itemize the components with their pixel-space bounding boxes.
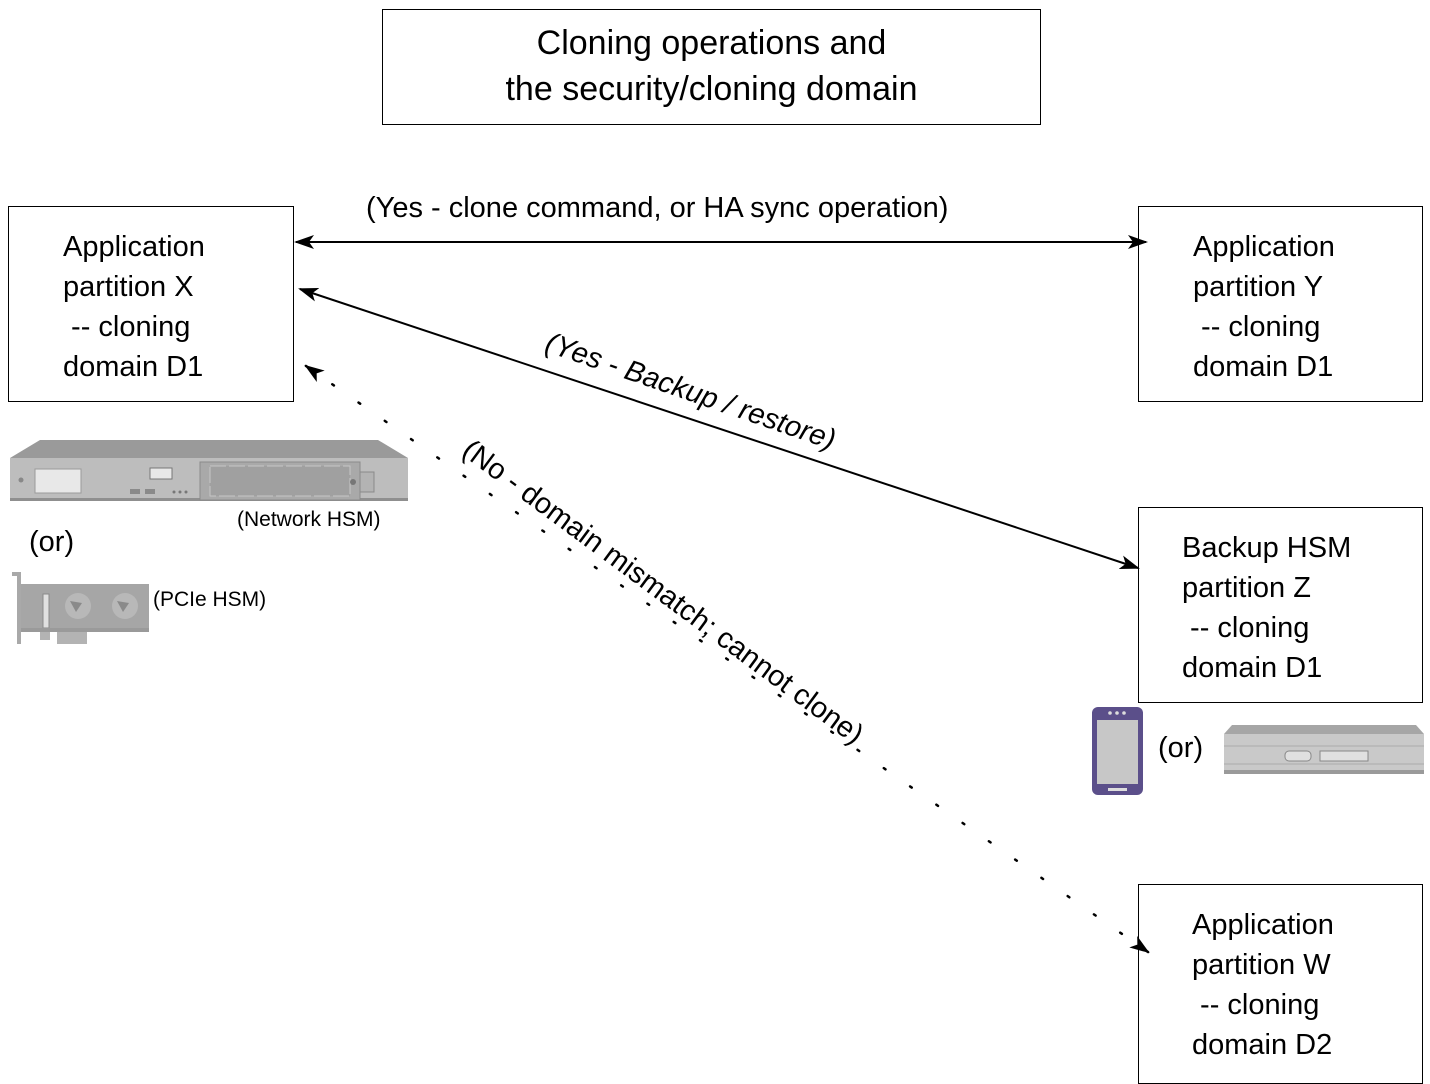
partition-y-box: Application partition Y -- cloning domai… bbox=[1138, 206, 1423, 402]
title-box: Cloning operations and the security/clon… bbox=[382, 9, 1041, 125]
pcie-hsm-label: (PCIe HSM) bbox=[153, 588, 267, 611]
backup-partition-z-box: Backup HSM partition Z -- cloning domain… bbox=[1138, 507, 1423, 703]
mismatch-arrow bbox=[304, 364, 1150, 954]
backup-hsm-appliance-icon bbox=[1224, 725, 1424, 774]
partition-x-line-2: partition X bbox=[63, 271, 194, 303]
partition-z-line-3: -- cloning bbox=[1182, 612, 1310, 644]
partition-y-line-1: Application bbox=[1193, 231, 1335, 263]
clone-arrow-label: (Yes - clone command, or HA sync operati… bbox=[366, 192, 949, 224]
title-line-2: the security/cloning domain bbox=[505, 70, 918, 108]
partition-w-line-2: partition W bbox=[1192, 949, 1331, 981]
partition-w-box: Application partition W -- cloning domai… bbox=[1138, 884, 1423, 1084]
partition-y-line-3: -- cloning bbox=[1193, 311, 1321, 343]
partition-x-box: Application partition X -- cloning domai… bbox=[8, 206, 294, 402]
network-hsm-label: (Network HSM) bbox=[237, 508, 381, 531]
backup-hsm-device-icon bbox=[1092, 707, 1143, 795]
partition-y-line-2: partition Y bbox=[1193, 271, 1324, 303]
partition-w-line-3: -- cloning bbox=[1192, 989, 1320, 1021]
or-label-right: (or) bbox=[1158, 732, 1204, 764]
partition-z-line-4: domain D1 bbox=[1182, 652, 1323, 684]
network-hsm-icon bbox=[10, 440, 408, 501]
partition-w-line-4: domain D2 bbox=[1192, 1029, 1333, 1061]
title-line-1: Cloning operations and bbox=[536, 24, 887, 62]
partition-x-line-4: domain D1 bbox=[63, 351, 204, 383]
pcie-hsm-icon bbox=[12, 572, 149, 644]
or-label-left: (or) bbox=[29, 526, 75, 558]
partition-z-line-1: Backup HSM bbox=[1182, 532, 1352, 564]
partition-w-line-1: Application bbox=[1192, 909, 1334, 941]
partition-y-line-4: domain D1 bbox=[1193, 351, 1334, 383]
backup-arrow bbox=[298, 288, 1140, 569]
partition-x-line-1: Application bbox=[63, 231, 205, 263]
partition-x-line-3: -- cloning bbox=[63, 311, 191, 343]
partition-z-line-2: partition Z bbox=[1182, 572, 1311, 604]
